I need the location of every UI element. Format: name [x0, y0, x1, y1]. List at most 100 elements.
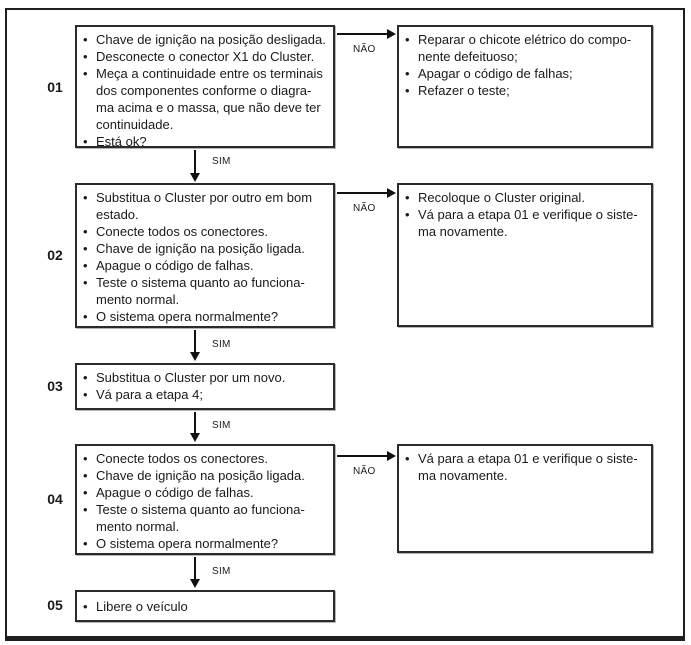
step-number-01: 01	[47, 79, 63, 95]
list-item: • Recoloque o Cluster original.	[405, 189, 649, 206]
bullet-icon: •	[83, 599, 88, 614]
step-05-box: • Libere o veículo	[75, 590, 335, 622]
list-item: • Chave de ignição na posição ligada.	[83, 467, 331, 484]
list-item: • Substitua o Cluster por outro em bom e…	[83, 189, 331, 223]
sim-label: SIM	[212, 420, 231, 431]
arrow-down-icon	[190, 173, 200, 182]
nao-arrow-line	[337, 33, 388, 35]
bullet-text: Vá para a etapa 01 e verifique o siste- …	[418, 207, 638, 239]
bullet-text: Substitua o Cluster por um novo.	[96, 370, 286, 385]
bullet-icon: •	[83, 536, 88, 551]
arrow-right-icon	[387, 29, 396, 39]
list-item: • O sistema opera normalmente?	[83, 308, 331, 325]
arrow-right-icon	[387, 188, 396, 198]
bullet-icon: •	[83, 370, 88, 385]
list-item: • Meça a continuidade entre os terminais…	[83, 65, 331, 133]
arrow-right-icon	[387, 451, 396, 461]
bullet-icon: •	[83, 32, 88, 47]
step-number-04: 04	[47, 491, 63, 507]
bullet-icon: •	[405, 32, 410, 47]
sim-arrow-line	[194, 557, 196, 580]
bullet-text: Refazer o teste;	[418, 83, 510, 98]
nao-arrow-line	[337, 192, 388, 194]
nao-label: NÃO	[353, 466, 376, 477]
bullet-icon: •	[83, 241, 88, 256]
nao-label: NÃO	[353, 203, 376, 214]
bullet-text: Chave de ignição na posição desligada.	[96, 32, 326, 47]
bullet-icon: •	[83, 224, 88, 239]
step-03-box: • Substitua o Cluster por um novo. • Vá …	[75, 363, 335, 410]
bullet-icon: •	[83, 49, 88, 64]
arrow-down-icon	[190, 352, 200, 361]
sim-label: SIM	[212, 566, 231, 577]
bullet-icon: •	[83, 451, 88, 466]
bullet-icon: •	[405, 83, 410, 98]
step-number-02: 02	[47, 247, 63, 263]
sim-label: SIM	[212, 339, 231, 350]
nao-label: NÃO	[353, 44, 376, 55]
bullet-icon: •	[83, 468, 88, 483]
bullet-text: Libere o veículo	[96, 599, 188, 614]
bullet-icon: •	[83, 502, 88, 517]
list-item: • Reparar o chicote elétrico do compo- n…	[405, 31, 649, 65]
bullet-text: Conecte todos os conectores.	[96, 451, 268, 466]
page-border	[5, 8, 685, 641]
step-number-05: 05	[47, 597, 63, 613]
step-02-box: • Substitua o Cluster por outro em bom e…	[75, 183, 335, 328]
list-item: • Teste o sistema quanto ao funciona- me…	[83, 274, 331, 308]
bullet-icon: •	[405, 190, 410, 205]
bullet-text: Apague o código de falhas.	[96, 258, 254, 273]
bullet-text: O sistema opera normalmente?	[96, 536, 279, 551]
list-item: • Vá para a etapa 4;	[83, 386, 331, 403]
list-item: • Apague o código de falhas.	[83, 484, 331, 501]
list-item: • Conecte todos os conectores.	[83, 450, 331, 467]
arrow-down-icon	[190, 579, 200, 588]
list-item: • Refazer o teste;	[405, 82, 649, 99]
arrow-down-icon	[190, 433, 200, 442]
bullet-text: Está ok?	[96, 134, 147, 149]
bullet-text: Chave de ignição na posição ligada.	[96, 241, 305, 256]
list-item: • Vá para a etapa 01 e verifique o siste…	[405, 450, 649, 484]
bullet-icon: •	[83, 485, 88, 500]
list-item: • Apagar o código de falhas;	[405, 65, 649, 82]
bullet-text: Chave de ignição na posição ligada.	[96, 468, 305, 483]
list-item: • Chave de ignição na posição ligada.	[83, 240, 331, 257]
list-item: • Teste o sistema quanto ao funciona- me…	[83, 501, 331, 535]
bullet-text: Vá para a etapa 4;	[96, 387, 203, 402]
list-item: • Substitua o Cluster por um novo.	[83, 369, 331, 386]
bullet-icon: •	[83, 275, 88, 290]
step-01-box: • Chave de ignição na posição desligada.…	[75, 25, 335, 150]
bullet-text: Apague o código de falhas.	[96, 485, 254, 500]
bullet-icon: •	[83, 258, 88, 273]
bullet-icon: •	[405, 451, 410, 466]
bullet-icon: •	[83, 309, 88, 324]
list-item: • Desconecte o conector X1 do Cluster.	[83, 48, 331, 65]
bullet-icon: •	[405, 207, 410, 222]
bullet-text: O sistema opera normalmente?	[96, 309, 279, 324]
list-item: • Apague o código de falhas.	[83, 257, 331, 274]
sim-arrow-line	[194, 412, 196, 434]
bullet-text: Desconecte o conector X1 do Cluster.	[96, 49, 315, 64]
step-01-no-box: • Reparar o chicote elétrico do compo- n…	[397, 25, 653, 148]
sim-label: SIM	[212, 156, 231, 167]
list-item: • Vá para a etapa 01 e verifique o siste…	[405, 206, 649, 240]
bullet-text: Conecte todos os conectores.	[96, 224, 268, 239]
bullet-icon: •	[83, 134, 88, 149]
list-item: • Libere o veículo	[83, 598, 331, 615]
list-item: • O sistema opera normalmente?	[83, 535, 331, 552]
step-02-no-box: • Recoloque o Cluster original. • Vá par…	[397, 183, 653, 327]
bullet-icon: •	[83, 387, 88, 402]
nao-arrow-line	[337, 455, 388, 457]
list-item: • Chave de ignição na posição desligada.	[83, 31, 331, 48]
bullet-text: Apagar o código de falhas;	[418, 66, 573, 81]
step-04-no-box: • Vá para a etapa 01 e verifique o siste…	[397, 444, 653, 553]
sim-arrow-line	[194, 150, 196, 174]
list-item: • Está ok?	[83, 133, 331, 150]
bullet-text: Substitua o Cluster por outro em bom est…	[96, 190, 313, 222]
list-item: • Conecte todos os conectores.	[83, 223, 331, 240]
sim-arrow-line	[194, 330, 196, 353]
bullet-text: Recoloque o Cluster original.	[418, 190, 585, 205]
bullet-text: Reparar o chicote elétrico do compo- nen…	[418, 32, 632, 64]
bullet-icon: •	[405, 66, 410, 81]
